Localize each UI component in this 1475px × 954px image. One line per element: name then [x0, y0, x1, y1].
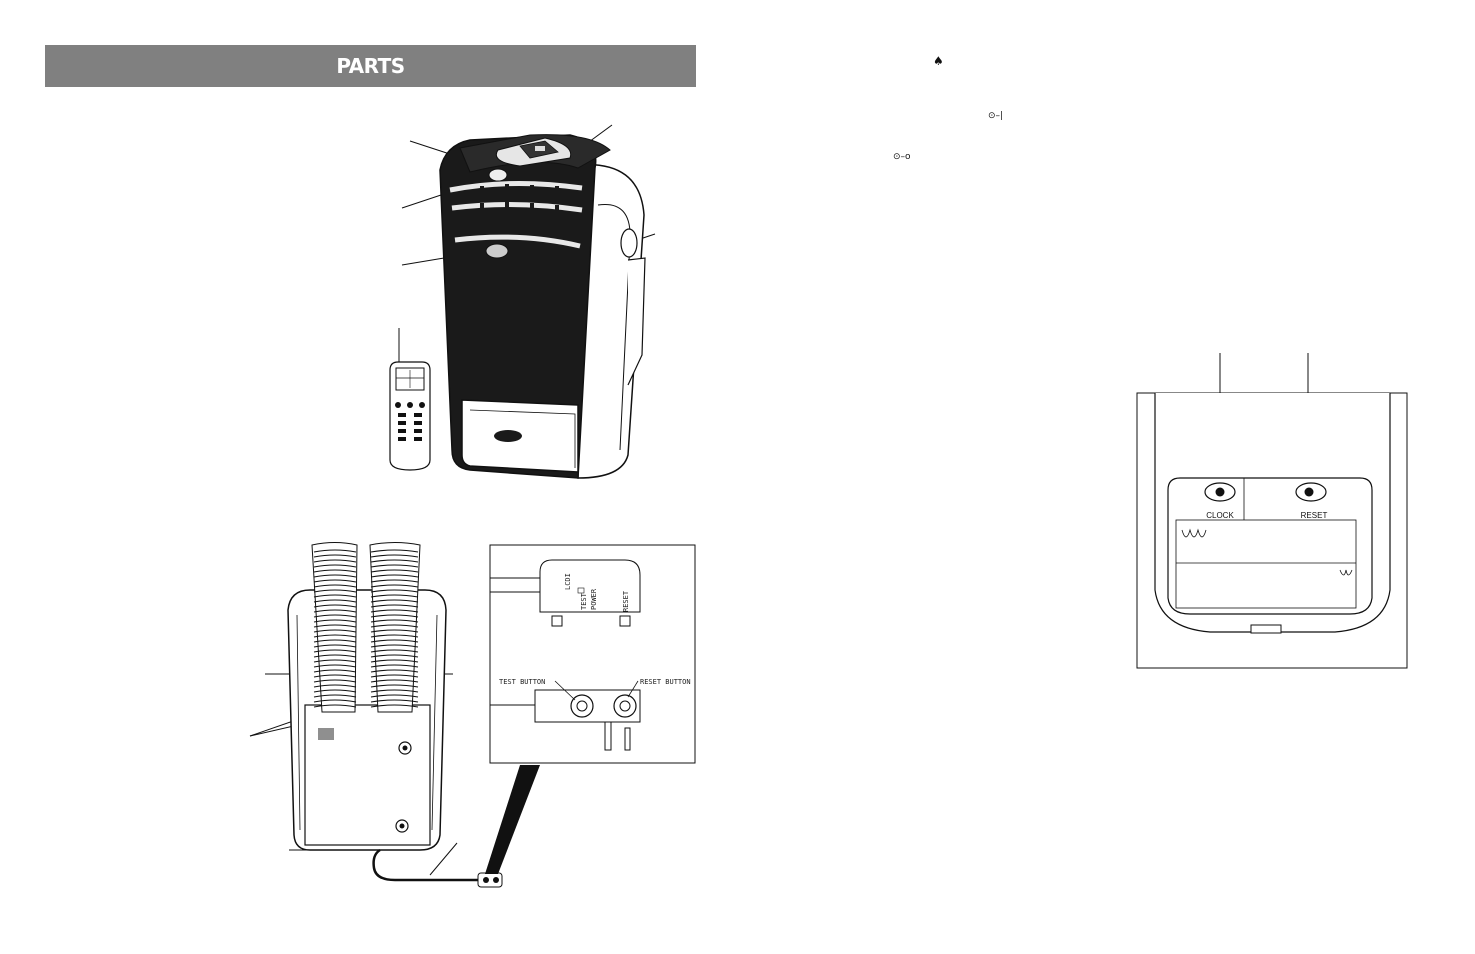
test-button-label: TEST BUTTON — [499, 678, 545, 686]
brand-logo — [485, 243, 509, 259]
leader-cord — [429, 842, 458, 876]
lcdi-label: LCDI — [564, 573, 572, 590]
test-label: TEST — [580, 592, 588, 610]
exhaust-hoses — [311, 542, 421, 713]
clock-label: CLOCK — [1206, 511, 1234, 520]
parts-banner: PARTS — [45, 45, 696, 87]
leader-front-panel — [401, 256, 451, 266]
remote-control-illustration — [389, 361, 431, 471]
reset-label: RESET — [622, 590, 630, 612]
leader-louvers — [401, 192, 448, 209]
fan-icon: ♠ — [933, 54, 944, 68]
page-title: PARTS — [336, 54, 405, 78]
reset-button-label: RESET BUTTON — [640, 678, 691, 686]
reset-remote-label: RESET — [1301, 511, 1328, 520]
timer-on-icon: ⊙–| — [988, 111, 1004, 121]
timer-off-icon: ⊙–o — [893, 152, 911, 162]
power-label: POWER — [590, 588, 598, 610]
side-handle — [620, 228, 638, 258]
